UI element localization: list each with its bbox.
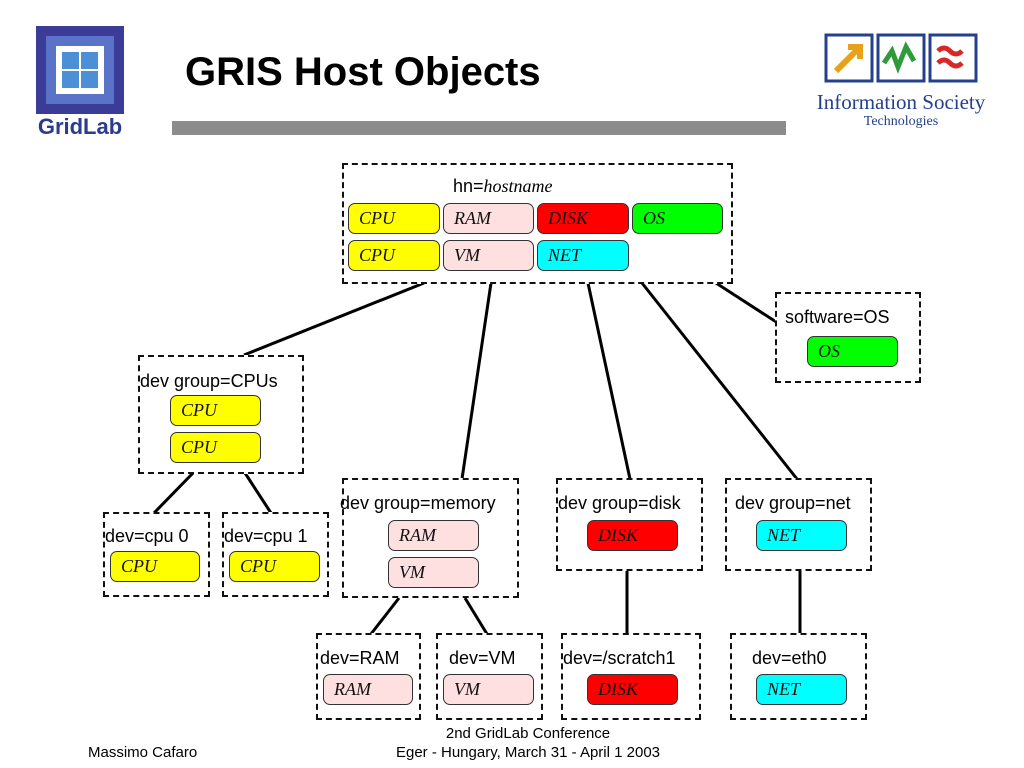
host-cpu-chip: CPU xyxy=(348,203,440,234)
dev-eth0: dev=eth0 NET xyxy=(730,633,867,720)
link-host-software xyxy=(715,281,785,329)
host-net-chip: NET xyxy=(537,240,629,271)
software-os-chip: OS xyxy=(807,336,898,367)
dev-group-disk: dev group=disk DISK xyxy=(556,478,703,571)
dev-group-memory-label: dev group=memory xyxy=(340,493,496,513)
cpu0-chip: CPU xyxy=(110,551,200,582)
software-group: software=OS OS xyxy=(775,292,921,383)
dev-group-disk-label: dev group=disk xyxy=(558,493,681,513)
ist-logo-line2: Technologies xyxy=(863,114,939,129)
host-object: hn=hostname CPU RAM DISK OS CPU VM NET xyxy=(342,163,733,284)
gridlab-logo xyxy=(32,26,128,140)
host-ram-chip: RAM xyxy=(443,203,534,234)
dev-ram: dev=RAM RAM xyxy=(316,633,421,720)
link-host-cpus xyxy=(243,281,425,357)
ram-chip: RAM xyxy=(323,674,413,705)
gridlab-logo-text: GridLab xyxy=(37,114,123,139)
footer-venue: Eger - Hungary, March 31 - April 1 2003 xyxy=(395,744,661,761)
dev-group-net: dev group=net NET xyxy=(725,478,872,571)
host-os-chip: OS xyxy=(632,203,723,234)
host-vm-chip: VM xyxy=(443,240,534,271)
link-cpus-cpu1 xyxy=(243,472,273,514)
dev-cpu1: dev=cpu 1 CPU xyxy=(222,512,329,597)
host-label: hn=hostname xyxy=(453,176,553,196)
host-disk-chip: DISK xyxy=(537,203,629,234)
ist-logo xyxy=(804,33,998,133)
link-host-disk xyxy=(586,282,632,480)
dev-group-cpus: dev group=CPUs CPU CPU xyxy=(138,355,304,474)
software-label: software=OS xyxy=(785,307,890,327)
dev-group-memory: dev group=memory RAM VM xyxy=(340,478,519,598)
dev-group-net-label: dev group=net xyxy=(735,493,851,513)
memory-ram-chip: RAM xyxy=(388,520,479,551)
dev-eth0-label: dev=eth0 xyxy=(752,648,827,668)
cpus-chip-1: CPU xyxy=(170,395,261,426)
dev-scratch1-label: dev=/scratch1 xyxy=(563,648,676,668)
dev-group-cpus-label: dev group=CPUs xyxy=(140,371,278,391)
dev-vm-label: dev=VM xyxy=(449,648,516,668)
link-cpus-cpu0 xyxy=(152,471,195,515)
vm-chip: VM xyxy=(443,674,534,705)
scratch-disk-chip: DISK xyxy=(587,674,678,705)
link-host-net xyxy=(640,282,799,480)
net-chip: NET xyxy=(756,520,847,551)
dev-cpu0: dev=cpu 0 CPU xyxy=(103,512,210,597)
dev-vm: dev=VM VM xyxy=(436,633,543,720)
dev-ram-label: dev=RAM xyxy=(320,648,400,668)
footer-conference: 2nd GridLab Conference xyxy=(445,725,611,742)
dev-scratch1: dev=/scratch1 DISK xyxy=(561,633,701,720)
cpus-chip-2: CPU xyxy=(170,432,261,463)
title-divider xyxy=(172,121,786,135)
link-memory-ram xyxy=(369,597,401,635)
link-host-memory xyxy=(460,282,493,480)
page-title: GRIS Host Objects xyxy=(185,50,541,94)
host-cpu-chip-2: CPU xyxy=(348,240,440,271)
disk-chip: DISK xyxy=(587,520,678,551)
footer-author: Massimo Cafaro xyxy=(88,744,198,761)
link-memory-vm xyxy=(463,597,489,635)
eth0-net-chip: NET xyxy=(756,674,847,705)
dev-cpu1-label: dev=cpu 1 xyxy=(224,526,308,546)
cpu1-chip: CPU xyxy=(229,551,320,582)
ist-logo-line1: Information Society xyxy=(816,90,986,114)
memory-vm-chip: VM xyxy=(388,557,479,588)
dev-cpu0-label: dev=cpu 0 xyxy=(105,526,189,546)
